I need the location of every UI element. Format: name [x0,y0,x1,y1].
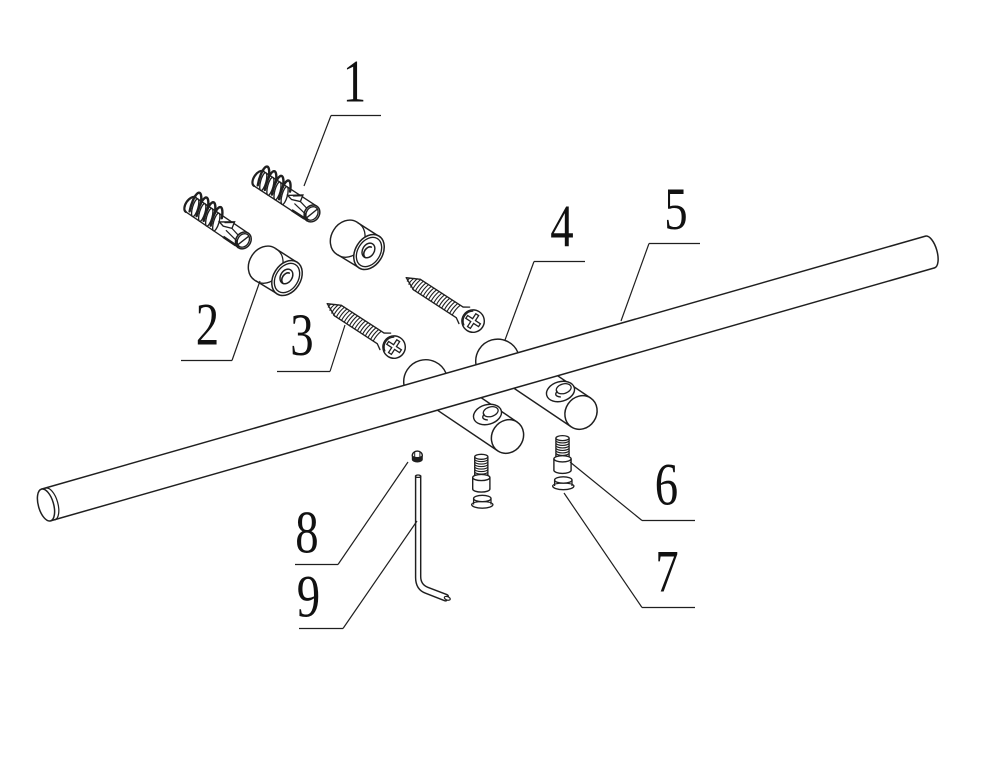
svg-text:5: 5 [664,175,687,242]
svg-text:9: 9 [297,563,320,630]
svg-text:6: 6 [655,451,678,518]
svg-text:1: 1 [343,48,366,115]
svg-text:2: 2 [196,291,219,358]
svg-text:4: 4 [550,192,573,259]
svg-text:3: 3 [290,301,313,368]
svg-text:7: 7 [655,538,678,605]
svg-text:8: 8 [295,499,318,566]
